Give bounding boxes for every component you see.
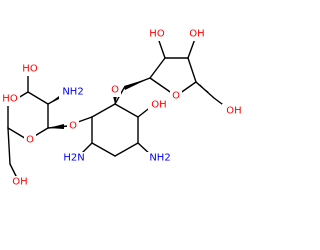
- bond: [91, 142, 116, 157]
- bond: [77, 116, 93, 123]
- furanose-hydroxyl-right-label: OH: [189, 29, 204, 40]
- bond: [91, 103, 116, 118]
- bond: [157, 37, 166, 59]
- glycosidic-oxygen-left-label: O: [69, 121, 77, 132]
- glycosidic-oxygen-upper-label: O: [111, 85, 119, 96]
- bond: [7, 127, 11, 165]
- furanose-hydroxymethyl-label: OH: [226, 106, 241, 117]
- glucose-amine-label: NH2: [62, 87, 83, 98]
- hash-bond: [203, 88, 209, 93]
- glucose-hydroxyl-upper-label: HO: [22, 64, 38, 75]
- bond: [114, 142, 139, 157]
- glucose-ring-oxygen-label: O: [26, 135, 34, 146]
- wedge-bond: [124, 78, 150, 90]
- cyclohexane-amine-right-label: NH2: [149, 153, 170, 164]
- stereo-layer: [48, 78, 209, 129]
- bond: [27, 91, 49, 105]
- furanose-hydroxyl-left-label: HO: [149, 29, 165, 40]
- hash-bond: [199, 84, 204, 89]
- bond: [149, 57, 166, 79]
- furanose-ring-oxygen-label: O: [172, 91, 180, 102]
- hash-bond: [195, 81, 200, 86]
- wedge-bond: [48, 124, 64, 129]
- cyclohexane-hydroxyl-label: OH: [151, 100, 166, 111]
- chemical-structure-diagram: O HO OH OH O OH O O NH2 HO HO OH: [0, 28, 246, 189]
- bond: [114, 103, 139, 118]
- atom-label-layer: O HO OH OH O OH O O NH2 HO HO OH: [0, 29, 246, 189]
- wedge-bond: [113, 96, 117, 104]
- bond: [187, 57, 197, 83]
- cyclohexane-amine-left-label: H2N: [63, 153, 84, 164]
- glucose-hydroxymethyl-label: OH: [12, 177, 27, 188]
- bond-layer: [0, 35, 231, 181]
- glucose-hydroxyl-left-label: HO: [2, 94, 18, 105]
